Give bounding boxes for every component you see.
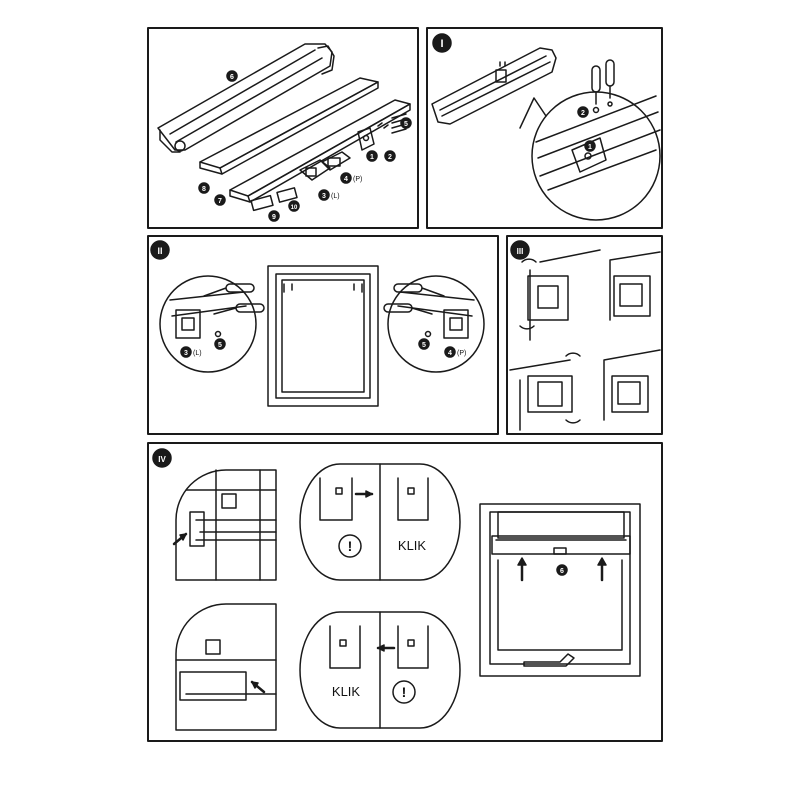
step-1-panel: I 1 2	[426, 27, 663, 229]
bracket-rotate-top-left	[519, 249, 601, 341]
svg-text:5: 5	[404, 121, 408, 128]
click-sequence-top: ! KLIK	[299, 463, 461, 581]
svg-text:5: 5	[218, 342, 222, 349]
step-4-panel: IV ! KLIK	[147, 442, 663, 742]
part-badge-10: 10	[288, 200, 300, 212]
svg-text:5: 5	[422, 342, 426, 349]
svg-text:!: !	[402, 684, 407, 700]
bracket-installed-bottom-right	[603, 349, 661, 421]
part-badge-6: 6	[226, 70, 238, 82]
step-badge-3: III	[510, 240, 530, 260]
step-badge-2: II	[150, 240, 170, 260]
parts-overview-panel: 6 5 1 2 4 (P) 3 (L) 8 7 9 10	[147, 27, 419, 229]
svg-text:7: 7	[218, 198, 222, 205]
svg-text:6: 6	[560, 568, 564, 575]
step-3-panel: III	[506, 235, 663, 435]
part-badge-4p: 4 (P)	[444, 346, 466, 358]
detail-magnifier	[519, 59, 661, 221]
click-label: KLIK	[332, 684, 361, 699]
svg-text:10: 10	[291, 205, 298, 211]
svg-text:II: II	[157, 246, 162, 256]
svg-text:III: III	[517, 247, 524, 256]
svg-text:I: I	[440, 38, 443, 50]
headbox-illustration	[157, 43, 335, 153]
window-frame-illustration	[267, 265, 379, 407]
left-bracket-detail	[159, 275, 265, 373]
svg-text:6: 6	[230, 74, 234, 81]
part-badge-5: 5	[400, 117, 412, 129]
svg-text:3: 3	[184, 350, 188, 357]
headbox-illustration	[431, 47, 557, 125]
part-badge-2: 2	[577, 106, 589, 118]
svg-text:1: 1	[370, 154, 374, 161]
svg-text:(L): (L)	[331, 193, 340, 200]
part-badge-7: 7	[214, 194, 226, 206]
part-badge-8: 8	[198, 182, 210, 194]
window-mounted-headbox	[479, 503, 641, 677]
part-badge-2: 2	[384, 150, 396, 162]
part-badge-9: 9	[268, 210, 280, 222]
svg-text:(L): (L)	[193, 350, 202, 357]
svg-text:1: 1	[588, 144, 592, 151]
svg-text:2: 2	[581, 110, 585, 117]
bottom-rail-illustration	[199, 77, 379, 175]
bracket-installed-top-right	[609, 251, 661, 321]
click-sequence-bottom: KLIK !	[299, 611, 461, 729]
svg-text:9: 9	[272, 214, 276, 221]
part-badge-5: 5	[214, 338, 226, 350]
part-badge-6: 6	[556, 564, 568, 576]
step-badge-4: IV	[152, 448, 172, 468]
click-label: KLIK	[398, 538, 427, 553]
part-badge-5: 5	[418, 338, 430, 350]
small-parts-illustration	[250, 113, 407, 212]
svg-text:(P): (P)	[353, 176, 362, 183]
step-2-panel: II 3 (L) 5	[147, 235, 499, 435]
step-badge-1: I	[432, 33, 452, 53]
svg-text:IV: IV	[158, 455, 166, 464]
bracket-rotate-bottom-left	[509, 352, 581, 431]
part-badge-1: 1	[584, 140, 596, 152]
headbox-insert-detail-bottom	[175, 603, 277, 731]
svg-text:(P): (P)	[457, 350, 466, 357]
guide-rail-illustration	[229, 99, 411, 203]
svg-text:8: 8	[202, 186, 206, 193]
warning-icon: !	[338, 534, 362, 558]
svg-text:2: 2	[388, 154, 392, 161]
headbox-insert-detail-top	[172, 469, 277, 581]
svg-text:!: !	[348, 538, 353, 554]
svg-text:3: 3	[322, 193, 326, 200]
right-bracket-detail	[383, 275, 485, 373]
part-badge-1: 1	[366, 150, 378, 162]
part-badge-4p: 4 (P)	[340, 172, 362, 184]
part-badge-3l: 3 (L)	[318, 189, 340, 201]
svg-text:4: 4	[344, 176, 348, 183]
svg-text:4: 4	[448, 350, 452, 357]
part-badge-3l: 3 (L)	[180, 346, 202, 358]
warning-icon: !	[392, 680, 416, 704]
